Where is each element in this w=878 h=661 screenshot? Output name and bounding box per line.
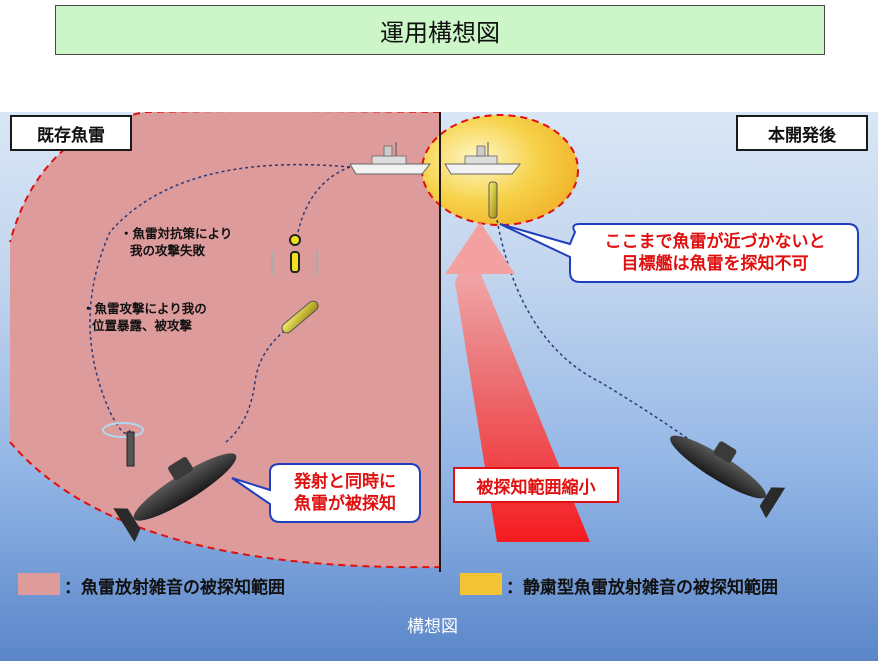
right-callout-bubble: [499, 223, 859, 283]
right-callout-line1: ここまで魚雷が近づかないと: [604, 232, 826, 252]
left-callout-text: 発射と同時に 魚雷が被探知: [275, 471, 415, 515]
left-callout-line1: 発射と同時に: [294, 472, 396, 492]
right-target-ship: [444, 142, 522, 175]
left-panel-label: 既存魚雷: [10, 115, 132, 151]
note2-line2: 位置暴露、被攻撃: [92, 318, 193, 333]
diagram-caption: 構想図: [407, 617, 458, 637]
concept-diagram: 既存魚雷 本開発後 ・魚雷対抗策により 我の攻撃失敗 ・魚雷攻撃により我の 位置…: [0, 112, 878, 661]
note1-line1: ・魚雷対抗策により: [120, 226, 233, 241]
legend-left-text: ：魚雷放射雑音の被探知範囲: [64, 578, 285, 598]
right-callout-line2: 目標艦は魚雷を探知不可: [621, 254, 809, 274]
right-torpedo-path: [496, 219, 701, 448]
left-target-ship: [349, 142, 432, 175]
countermeasure: [102, 422, 144, 467]
left-detection-range: [10, 112, 440, 568]
note1-line2: 我の攻撃失敗: [130, 243, 206, 258]
diagram-title: 運用構想図: [55, 5, 825, 55]
left-submarine: [113, 453, 237, 543]
diagram-graphics: [9, 112, 859, 595]
legend-swatch-right: [460, 573, 502, 595]
decoy: [271, 234, 318, 276]
note-exposure: ・魚雷攻撃により我の 位置暴露、被攻撃: [82, 300, 207, 334]
legend-right-text: ：静粛型魚雷放射雑音の被探知範囲: [506, 578, 778, 598]
right-submarine: [670, 435, 786, 519]
left-torpedo-path: [89, 163, 351, 435]
right-panel-label: 本開発後: [736, 115, 868, 151]
legend-swatch-left: [18, 573, 60, 595]
left-torpedo: [281, 300, 319, 334]
left-range-border: [9, 112, 440, 243]
left-callout-line2: 魚雷が被探知: [294, 494, 396, 514]
note2-line1: ・魚雷攻撃により我の: [82, 301, 207, 316]
reduced-range-label: 被探知範囲縮小: [453, 467, 619, 503]
left-callout-bubble: [231, 463, 421, 523]
note-countermeasure: ・魚雷対抗策により 我の攻撃失敗: [120, 225, 232, 259]
right-torpedo: [488, 181, 498, 219]
right-callout-text: ここまで魚雷が近づかないと 目標艦は魚雷を探知不可: [578, 231, 852, 275]
